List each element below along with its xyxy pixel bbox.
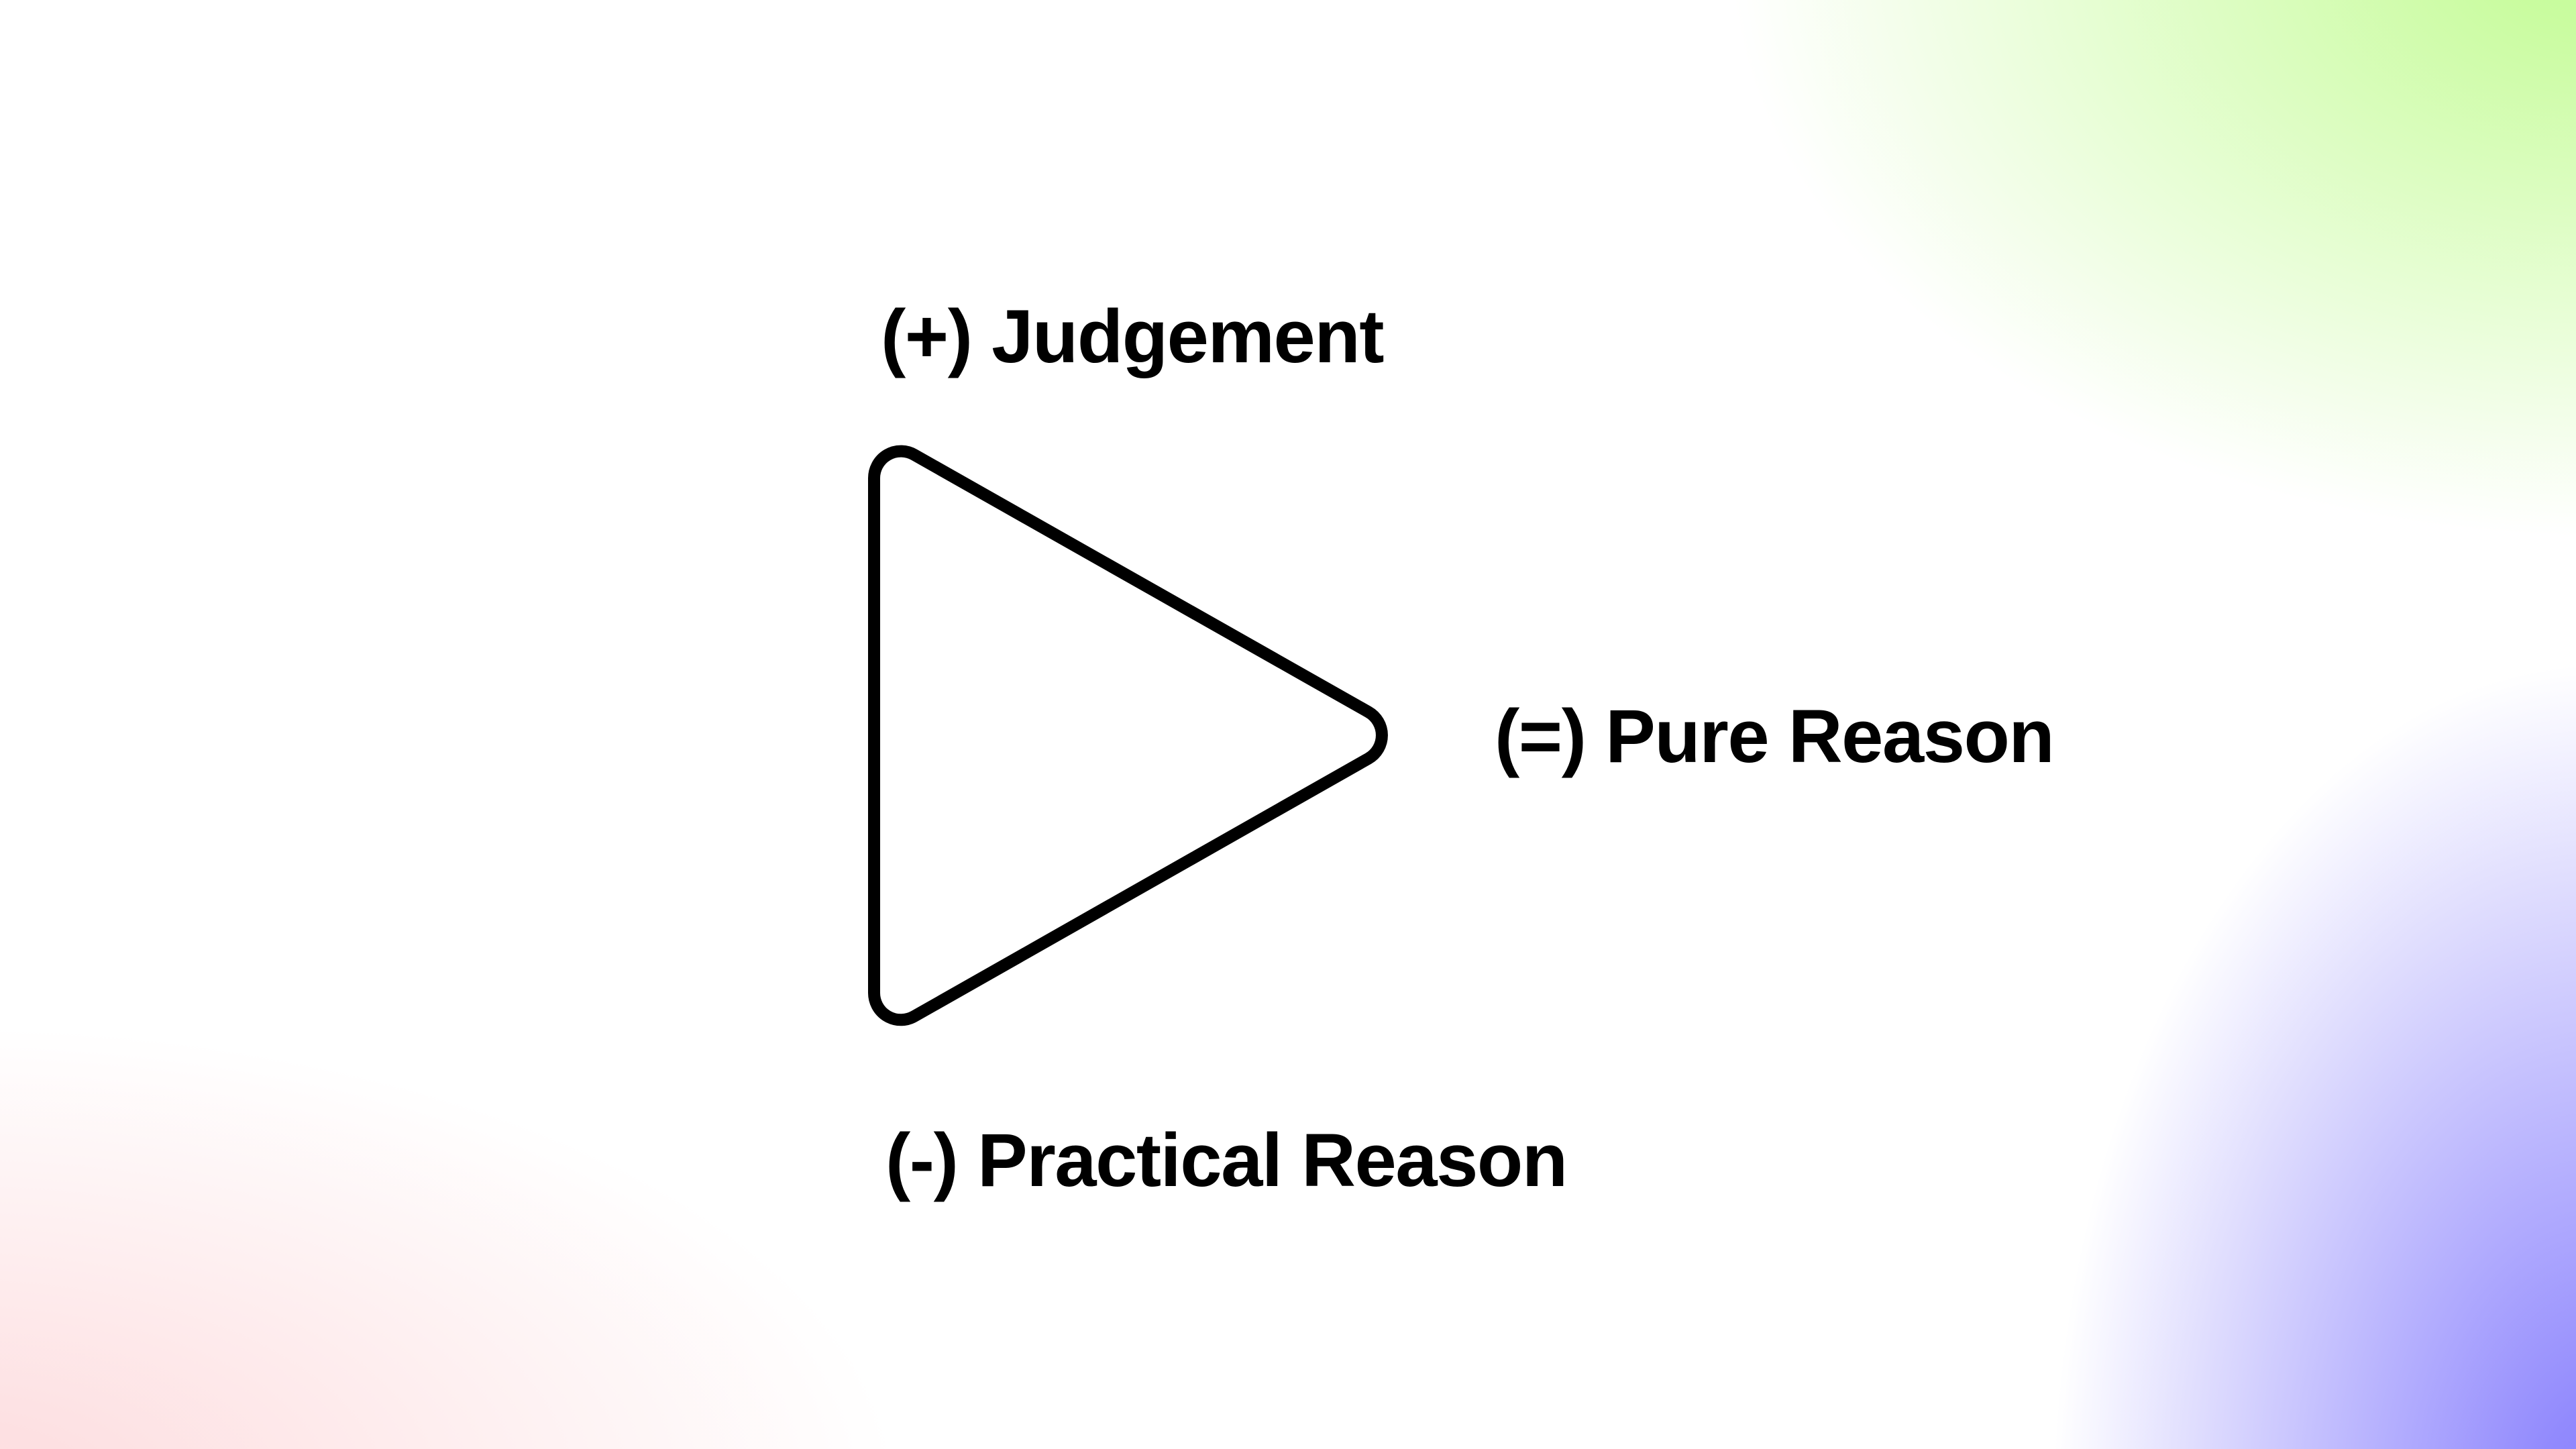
label-judgement: (+) Judgement [881, 294, 1385, 378]
label-practical-reason: (-) Practical Reason [885, 1118, 1568, 1202]
label-pure-reason: (=) Pure Reason [1495, 694, 2055, 778]
triangle-shape [868, 445, 1388, 1026]
